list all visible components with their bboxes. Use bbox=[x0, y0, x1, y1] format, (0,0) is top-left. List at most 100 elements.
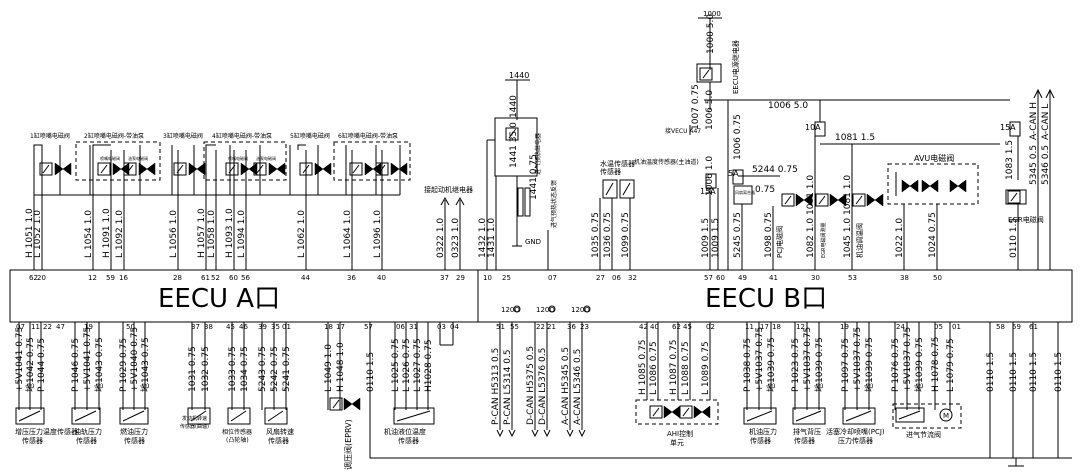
preheat-center: 1440 bbox=[509, 95, 519, 118]
eecu-body bbox=[9, 269, 1073, 323]
boost-sensor bbox=[15, 407, 45, 425]
can-l-label: A-CAN L bbox=[1041, 104, 1051, 140]
eecu-relay-label: EECU电源继电器 bbox=[731, 40, 740, 94]
boost-label-2: 传感器 bbox=[22, 436, 43, 445]
fuse-label: 15A bbox=[700, 187, 716, 196]
heater-element bbox=[524, 187, 531, 217]
bottom-a-wire-label: P 1044 0.75 bbox=[37, 338, 47, 392]
egr-m-valve bbox=[829, 193, 847, 207]
top-wire-label: L 1056 1.0 bbox=[169, 210, 179, 258]
sensor-diag bbox=[396, 410, 431, 422]
ecu-a-pin: 03 bbox=[437, 323, 446, 331]
bottom-b-wire-label: +5V1037 0.75 bbox=[755, 327, 765, 392]
ground-bus bbox=[369, 410, 1072, 459]
sensor-diag bbox=[795, 410, 822, 422]
valve-4-label: 4缸喷嘴电磁阀-带油泵 bbox=[212, 132, 272, 140]
injector-coil bbox=[123, 162, 137, 176]
preheat-feedback: 进气预热状态反馈 bbox=[550, 180, 558, 228]
relay-wire: 1006 5.0 bbox=[705, 90, 715, 130]
fan-speed-label: 风扇转速 bbox=[266, 427, 294, 436]
resistor-label: 120Ω bbox=[501, 306, 520, 314]
avu-valve-3 bbox=[949, 179, 967, 193]
crank-label: 发动机转速 bbox=[182, 415, 207, 422]
bottom-b-wire-label: P 1097 0.75 bbox=[841, 338, 851, 392]
injector-valve-symbol bbox=[112, 162, 130, 176]
wire-label: 1024 0.75 bbox=[928, 212, 938, 258]
ecu-b-pin: 61 bbox=[1029, 323, 1038, 331]
wire-label: 1045 1.0 bbox=[843, 218, 853, 258]
exhaust-label-2: 传感器 bbox=[794, 436, 815, 445]
ecu-b-pin: 24 bbox=[896, 323, 905, 331]
bottom-b-wire-label: 地1039 0.75 bbox=[813, 337, 825, 392]
ecu-b-pin: 36 bbox=[567, 323, 576, 331]
fan-speed-label-2: 传感器 bbox=[268, 436, 289, 445]
ahi-wire-label: L 1088 0.75 bbox=[681, 341, 691, 395]
component-boxes bbox=[9, 63, 1073, 429]
cam-label-2: (凸轮轴) bbox=[226, 436, 249, 444]
ecu-a-pin: 44 bbox=[301, 274, 310, 282]
wire-label: 1082 1.0 bbox=[806, 218, 816, 258]
ecu-a-pin: 06 bbox=[396, 323, 405, 331]
temp-wire-label: 1036 0.75 bbox=[603, 212, 613, 258]
coil-slash bbox=[352, 164, 360, 174]
bottom-b-wire-label: 0110 1.5 bbox=[1029, 352, 1039, 392]
fuse-label: 10A bbox=[805, 123, 821, 132]
oil-valve-label: 机油调温阀 bbox=[855, 223, 864, 258]
ecu-b-pin: 07 bbox=[548, 274, 557, 282]
bottom-b-wire-label: 地1039 0.75 bbox=[913, 337, 925, 392]
eecu-relay-coil bbox=[699, 67, 713, 81]
ecu-b-pin: 55 bbox=[510, 323, 519, 331]
preheat-coil bbox=[505, 127, 519, 141]
pcj-valve bbox=[795, 193, 813, 207]
egr-m-label: EGR电磁阀测量 bbox=[820, 222, 827, 258]
ecu-a-pin: 01 bbox=[282, 323, 291, 331]
wire-label: 1081 1.5 bbox=[835, 133, 875, 143]
wire-label: 1009 1.5 bbox=[701, 218, 711, 258]
egr-box bbox=[1005, 189, 1027, 205]
ecu-a-pin: 17 bbox=[336, 323, 345, 331]
avu-label: AVU电磁阀 bbox=[914, 153, 954, 163]
can-arrow bbox=[566, 429, 574, 438]
ecu-a-pin: 29 bbox=[456, 274, 465, 282]
bottom-a-wire-label: 0110 1.5 bbox=[366, 352, 376, 392]
top-wire-label: H 1093 1.0 bbox=[225, 208, 235, 258]
bus-label: 1006 5.0 bbox=[768, 101, 808, 111]
valve-6-label: 6缸喷嘴电磁阀-带油泵 bbox=[338, 132, 398, 140]
fuse-5a bbox=[732, 169, 744, 185]
bottom-b-wire-label: P 1076 0.75 bbox=[891, 338, 901, 392]
bottom-a-wire-label: 1031 0.75 bbox=[188, 346, 198, 392]
bottom-a-wire-label: L 1025 0.75 bbox=[391, 338, 401, 392]
water-temp-label-2: 传感器 bbox=[600, 167, 621, 176]
bottom-a-wire-label: 1032 0.75 bbox=[201, 346, 211, 392]
oil-level-sensor bbox=[393, 407, 435, 425]
ahi-coil-1 bbox=[649, 405, 663, 419]
coil-slash bbox=[855, 195, 863, 205]
bottom-a-wire-label: L 1049 1.0 bbox=[324, 344, 334, 392]
gnd-label: GND bbox=[525, 238, 541, 246]
preheat-relay-box bbox=[494, 117, 538, 177]
sensor-diag bbox=[18, 410, 41, 422]
top-wire-label: L 1094 1.0 bbox=[237, 210, 247, 258]
ahi-box bbox=[635, 399, 719, 425]
crank-sensor bbox=[187, 407, 211, 425]
node-1000: 1000 bbox=[703, 10, 721, 18]
fuse-label: 15A bbox=[1000, 123, 1016, 132]
pcj-sensor-label-2: 压力传感器 bbox=[838, 436, 873, 445]
pcj-coil bbox=[781, 193, 795, 207]
top-wire-label: H 1051 1.0 bbox=[25, 208, 35, 258]
sensor-diag bbox=[267, 410, 284, 422]
bottom-a-wire-label: +5V1041 0.75 bbox=[15, 327, 25, 392]
ecu-b-pin: 21 bbox=[547, 323, 556, 331]
sensor-diag bbox=[898, 410, 921, 420]
valve-2-sub-1: 喷嘴电磁阀 bbox=[100, 155, 120, 161]
resistor-symbol bbox=[513, 305, 521, 313]
ecu-a-pin: 20 bbox=[37, 274, 46, 282]
ecu-b-pin: 41 bbox=[769, 274, 778, 282]
valve-4-dashbox bbox=[203, 141, 287, 181]
cam-label: 相位传感器 bbox=[222, 428, 252, 436]
coil-slash bbox=[784, 195, 792, 205]
exhaust-sensor bbox=[792, 407, 826, 425]
oil-level-label-2: 传感器 bbox=[398, 436, 419, 445]
can-wire-label: D-CAN H5375 0.5 bbox=[526, 346, 536, 425]
